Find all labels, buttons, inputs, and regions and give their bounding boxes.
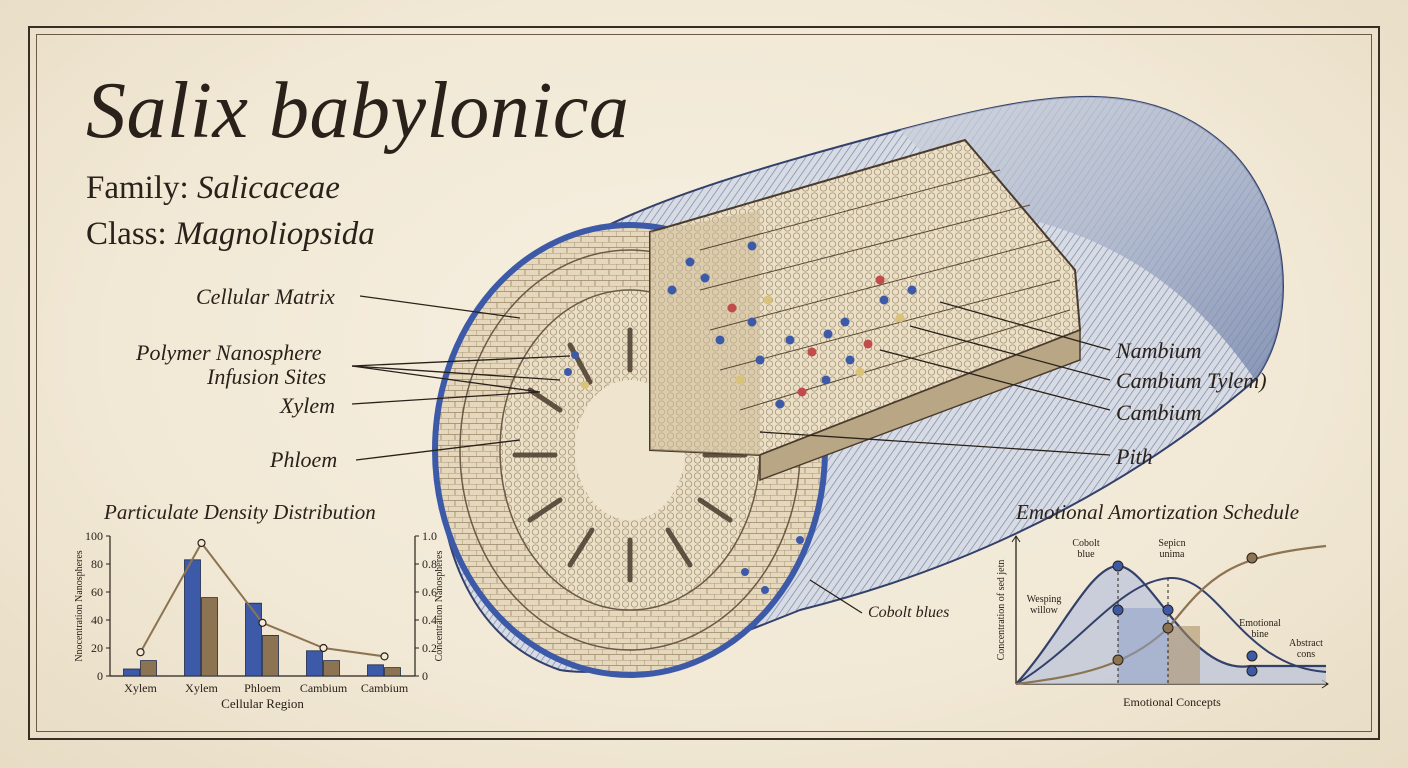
curve-point <box>1246 552 1258 564</box>
y-tick-label: 0 <box>97 669 103 683</box>
curve-blue <box>1015 564 1326 685</box>
bar-tan <box>323 660 340 677</box>
x-tick-label: Xylem <box>185 681 218 695</box>
line-point <box>380 652 389 661</box>
inner-border <box>36 34 1372 732</box>
bar-blue <box>306 650 323 677</box>
outer-border <box>28 26 1380 740</box>
line-point <box>136 648 145 657</box>
x-tick-label: Xylem <box>124 681 157 695</box>
x-tick-label: Phloem <box>244 681 281 695</box>
family-value: Salicaceae <box>196 170 340 206</box>
label-cambium-tylem: Cambium Tylem) <box>1116 368 1267 393</box>
y-tick-label: 100 <box>85 529 103 543</box>
curve-point <box>1246 665 1258 677</box>
label-cobolt-blues: Cobolt blues <box>868 604 950 621</box>
family-label: Family: <box>86 170 189 206</box>
y2-tick-label: 0 <box>422 669 428 683</box>
y2-tick-label: 1.0 <box>422 529 437 543</box>
y2-tick-label: 0.4 <box>422 613 437 627</box>
shaded-band-tan <box>1168 626 1200 684</box>
class-value: Magnoliopsida <box>174 216 375 252</box>
label-nambium: Nambium <box>1116 338 1202 363</box>
label-cambium: Cambium <box>1116 400 1202 425</box>
x-tick-label: Cambium <box>300 681 348 695</box>
label-cellular-matrix: Cellular Matrix <box>196 284 335 309</box>
y-tick-label: 80 <box>91 557 103 571</box>
bar-blue <box>367 664 384 677</box>
class-label: Class: <box>86 216 167 252</box>
y2-tick-label: 0.6 <box>422 585 437 599</box>
line-point <box>197 538 206 548</box>
bar-tan <box>201 597 218 677</box>
curve-point <box>1162 622 1174 634</box>
y-tick-label: 60 <box>91 585 103 599</box>
y-axis-arrow <box>1011 535 1021 543</box>
curve-point <box>1246 650 1258 662</box>
x-axis-label: Cellular Region <box>221 696 304 711</box>
bar-tan <box>140 660 157 677</box>
label-xylem: Xylem <box>280 393 335 418</box>
line-point <box>319 643 328 653</box>
class-line: Class: Magnoliopsida <box>86 216 375 253</box>
x-axis-label: Emotional Concepts <box>1123 695 1221 709</box>
y-tick-label: 20 <box>91 641 103 655</box>
curve-point <box>1112 560 1124 572</box>
curve-blue-2 <box>1015 576 1327 685</box>
y-axis-label: Concentration of sed jetn <box>996 560 1007 661</box>
y2-tick-label: 0.8 <box>422 557 437 571</box>
bar-blue <box>245 602 262 677</box>
curve-point <box>1112 604 1124 616</box>
bar-blue <box>184 559 201 677</box>
x-tick-label: Cambium <box>361 681 409 695</box>
curve-point <box>1112 654 1124 666</box>
label-pith: Pith <box>1116 444 1153 469</box>
species-title: Salix babylonica <box>86 67 630 155</box>
y-axis-label: Nnocentration Nanospheres <box>74 550 85 661</box>
bar-tan <box>384 667 401 677</box>
nanosphere-dots <box>564 241 917 594</box>
y2-tick-label: 0.2 <box>422 641 437 655</box>
y-tick-label: 40 <box>91 613 103 627</box>
label-phloem: Phloem <box>270 447 338 472</box>
y2-axis-label: Concentration Nanospheres <box>434 550 445 661</box>
bar-blue <box>123 668 140 677</box>
area-chart-title: Emotional Amortization Schedule <box>1016 500 1300 524</box>
curve-point <box>1162 604 1174 616</box>
family-line: Family: Salicaceae <box>86 170 340 207</box>
line-point <box>258 618 267 627</box>
label-infusion-sites: Infusion Sites <box>207 364 327 389</box>
label-polymer-nanosphere: Polymer Nanosphere <box>136 340 322 365</box>
bar-chart-title: Particulate Density Distribution <box>104 500 376 524</box>
bar-tan <box>262 635 279 677</box>
shaded-band-blue <box>1118 608 1168 684</box>
